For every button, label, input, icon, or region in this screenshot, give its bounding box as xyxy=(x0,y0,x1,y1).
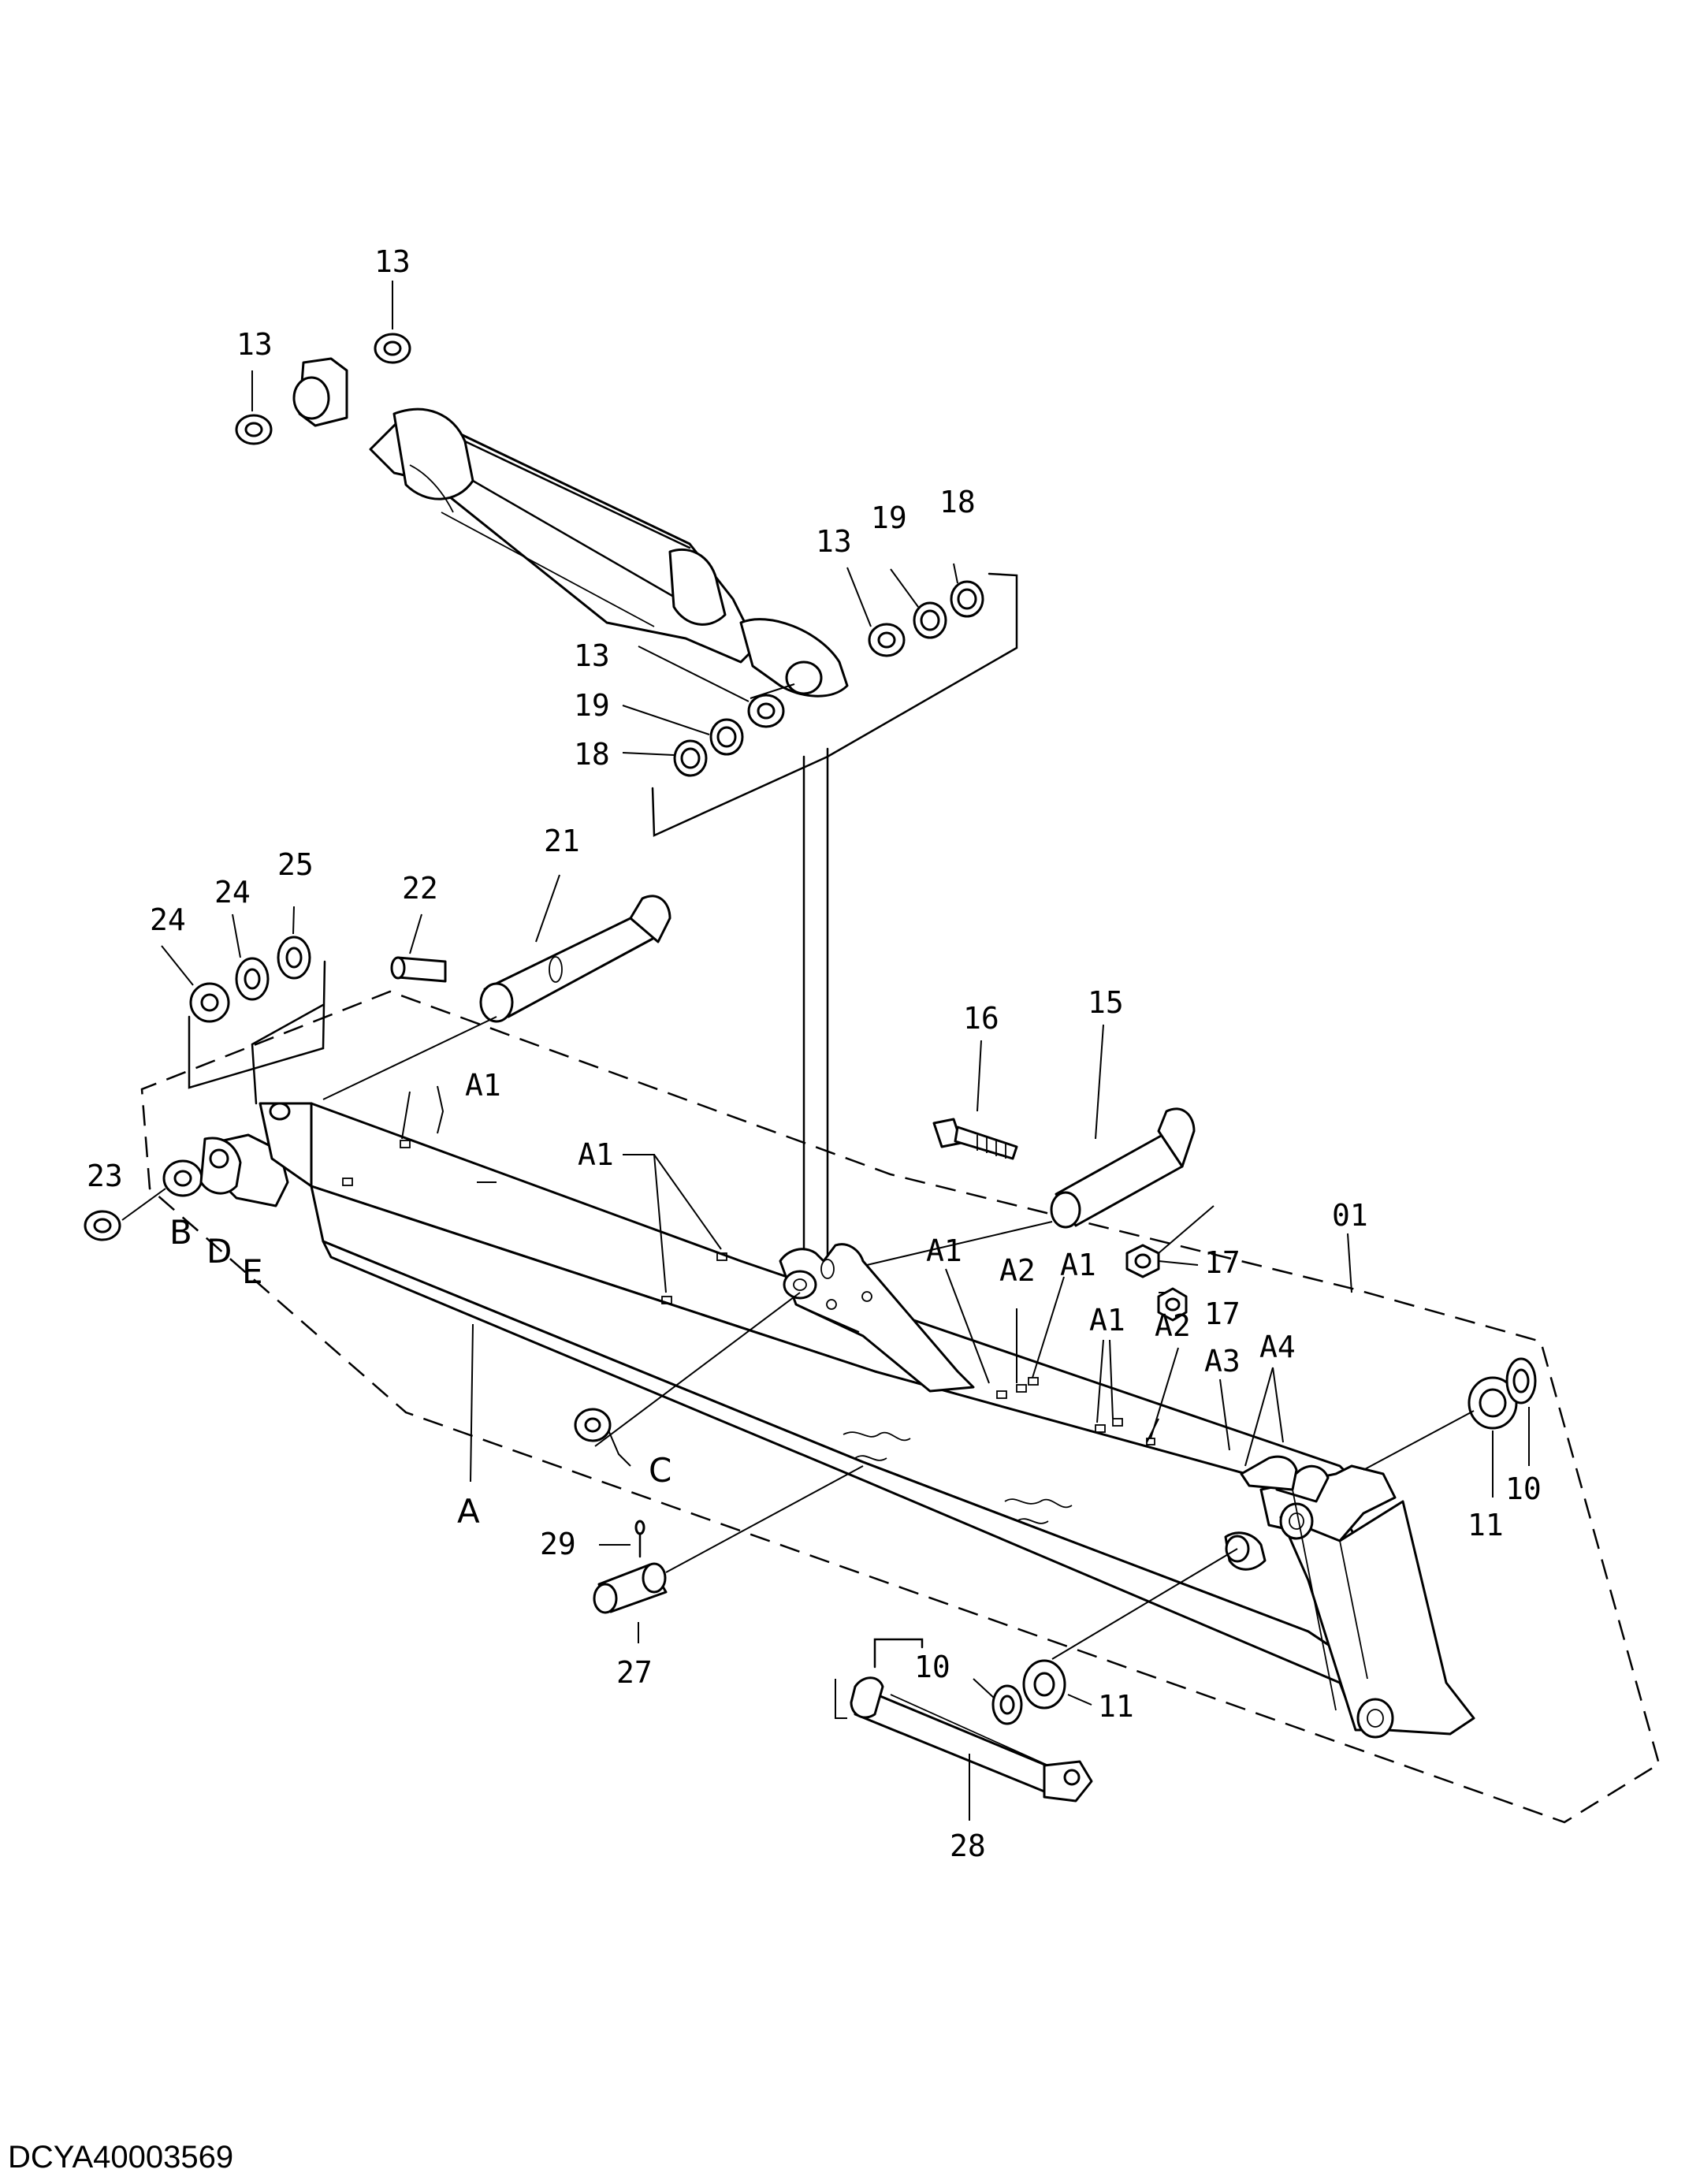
pin-21 xyxy=(479,895,671,1023)
callout-24-b: 24 xyxy=(214,875,251,910)
callout-28: 28 xyxy=(950,1829,986,1863)
washer-11-b xyxy=(1022,1659,1066,1710)
callout-19-mid: 19 xyxy=(871,500,907,535)
callout-B: B xyxy=(169,1213,192,1252)
callout-A1-d: A1 xyxy=(1060,1248,1096,1282)
washer-13-low xyxy=(747,694,785,728)
callout-11-a: 11 xyxy=(1468,1508,1504,1542)
callout-13-low: 13 xyxy=(574,638,610,673)
callout-18-low: 18 xyxy=(574,737,610,772)
assembly-dashed-outline xyxy=(140,990,1661,1824)
washer-24-b xyxy=(235,957,270,1001)
callout-18-mid: 18 xyxy=(939,485,976,519)
callout-A2-a: A2 xyxy=(999,1253,1036,1288)
callout-25: 25 xyxy=(277,847,314,882)
callout-16: 16 xyxy=(963,1001,999,1036)
callout-17-b: 17 xyxy=(1204,1297,1241,1331)
pin-right-end xyxy=(1224,1531,1267,1571)
callout-19-low: 19 xyxy=(574,688,610,723)
callout-A1-c: A1 xyxy=(926,1233,962,1268)
hydraulic-cylinder xyxy=(292,357,849,698)
bushing-C xyxy=(574,1408,612,1442)
callout-27: 27 xyxy=(616,1655,653,1690)
callout-23: 23 xyxy=(87,1159,123,1193)
callout-10-a: 10 xyxy=(1505,1472,1542,1506)
washer-18-low xyxy=(673,739,708,777)
washer-11-a xyxy=(1468,1376,1518,1430)
washer-25 xyxy=(277,936,311,980)
washer-23 xyxy=(84,1210,121,1241)
callout-13-mid: 13 xyxy=(816,524,852,559)
callout-10-b: 10 xyxy=(914,1650,950,1684)
washer-13-rod-left xyxy=(235,414,273,445)
washer-19-mid xyxy=(913,601,947,639)
washer-10-b xyxy=(991,1684,1023,1725)
cotter-pin-29 xyxy=(634,1520,645,1558)
callout-24-a: 24 xyxy=(150,902,186,937)
callout-22: 22 xyxy=(402,871,438,906)
callout-A4: A4 xyxy=(1259,1330,1296,1364)
callout-15: 15 xyxy=(1088,985,1124,1020)
callout-13-rod-left: 13 xyxy=(236,327,273,362)
washer-13-mid xyxy=(868,623,906,657)
callout-C: C xyxy=(649,1451,671,1490)
small-cylinder-28 xyxy=(850,1676,1093,1803)
callout-01: 01 xyxy=(1332,1198,1368,1233)
callout-A1-b: A1 xyxy=(578,1137,614,1172)
bolt-16 xyxy=(932,1118,1018,1160)
callout-A: A xyxy=(457,1492,480,1531)
callout-29: 29 xyxy=(540,1527,576,1561)
callout-21: 21 xyxy=(544,824,580,858)
pin-15 xyxy=(1050,1107,1196,1229)
washer-24-a xyxy=(189,982,230,1023)
washer-19-low xyxy=(709,718,744,756)
bracket-upper xyxy=(651,572,1018,837)
callout-E: E xyxy=(242,1252,263,1291)
pin-22 xyxy=(390,956,447,983)
nut-17-b xyxy=(1157,1287,1188,1322)
nut-17-a xyxy=(1125,1244,1160,1278)
bushing-B xyxy=(162,1159,203,1197)
callout-A1-e: A1 xyxy=(1089,1303,1125,1338)
callout-A2-b: A2 xyxy=(1155,1308,1191,1343)
callout-13-top: 13 xyxy=(374,244,411,279)
washer-10-a xyxy=(1505,1357,1537,1405)
callout-A3: A3 xyxy=(1204,1344,1241,1378)
callout-D: D xyxy=(206,1232,232,1271)
washer-13-top xyxy=(374,333,411,364)
callout-17-a: 17 xyxy=(1204,1245,1241,1280)
drawing-code: DCYA40003569 xyxy=(8,2140,234,2175)
bracket-lower xyxy=(873,1638,924,1669)
boom-arm-A xyxy=(199,1102,1475,1739)
washer-18-mid xyxy=(950,580,984,618)
callout-A1-a: A1 xyxy=(465,1068,501,1103)
pin-27 xyxy=(593,1562,668,1614)
callout-11-b: 11 xyxy=(1098,1689,1134,1724)
